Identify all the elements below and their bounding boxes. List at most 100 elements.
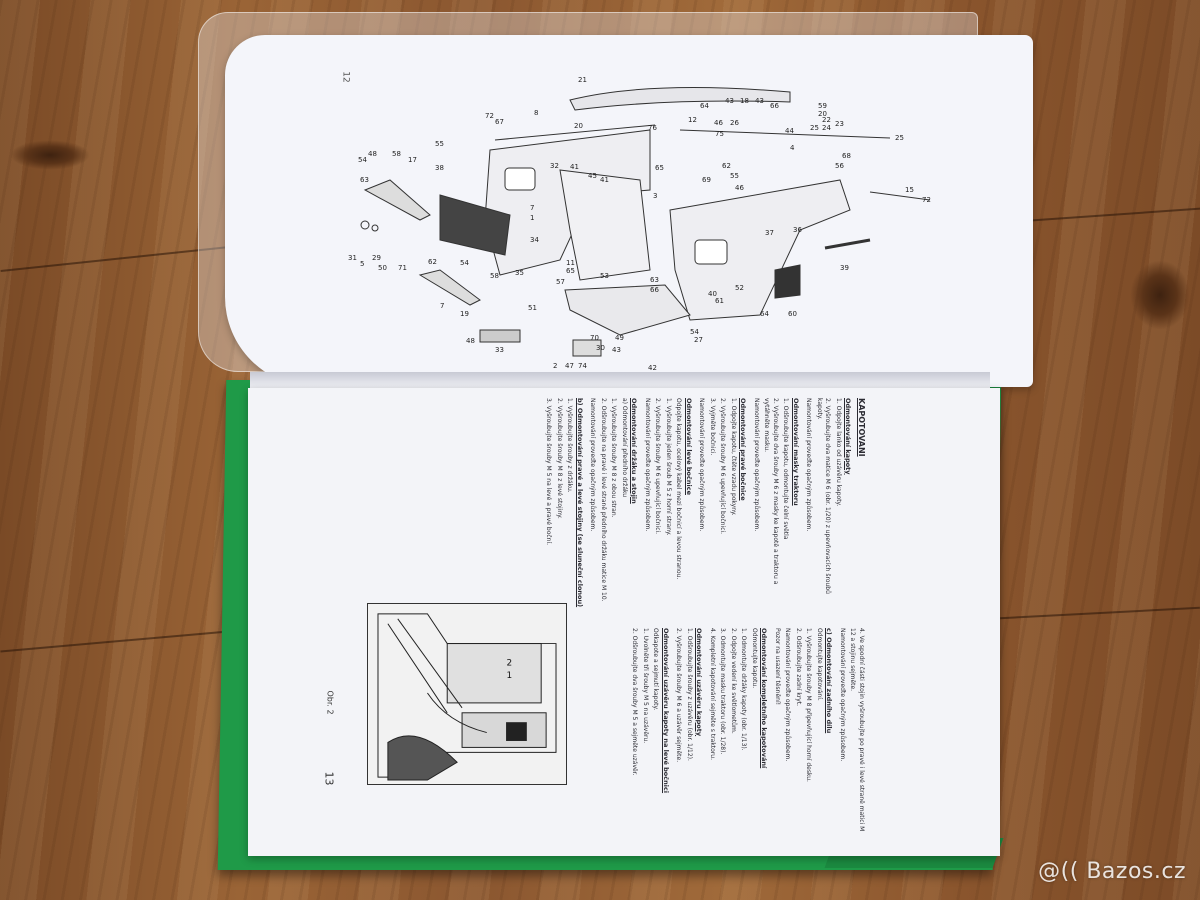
section-0: Odmontování kapoty 1. Odpojte lanko od u… bbox=[804, 398, 853, 608]
part-label: 44 bbox=[785, 127, 794, 135]
part-label: 7 bbox=[530, 204, 534, 212]
figure-caption: Obr. 2 bbox=[325, 690, 335, 715]
right-grille bbox=[774, 264, 801, 299]
part-label: 41 bbox=[570, 163, 579, 171]
section-line: 1. Odmontujte držáky kapoty (obr. 1/13). bbox=[740, 628, 748, 751]
part-label: 48 bbox=[368, 150, 377, 158]
section-line: 1. Vyšroubujte jeden šroub M 5 z horní s… bbox=[665, 398, 672, 536]
section-line: Pozor na usazení těsnění! bbox=[774, 628, 781, 706]
section-line: 1. Odšroubujte kapotu, odmontujte čelní … bbox=[782, 398, 790, 540]
section-title: Odmontování kompletního kapotování bbox=[760, 628, 769, 769]
part-label: 7 bbox=[440, 302, 444, 310]
section-line: 2. Vyšroubujte šrouby M 6 a uzávěr sejmě… bbox=[675, 628, 683, 763]
part-label: 39 bbox=[840, 264, 849, 272]
section-line: Namontování proveďte opačným způsobem. bbox=[839, 628, 846, 762]
part-label: 62 bbox=[722, 162, 731, 170]
part-label: 37 bbox=[765, 229, 774, 237]
center-console bbox=[559, 169, 651, 281]
section-title: Odmontování uzávěru kapoty na levé bočni… bbox=[662, 628, 670, 794]
top-rail bbox=[494, 124, 656, 141]
section-title: c) Odmontování zadního dílu bbox=[825, 628, 834, 734]
section-line: Odmontujte kapotování. bbox=[816, 628, 823, 701]
section-title: Odmontování kapoty bbox=[844, 398, 853, 475]
part-label: 54 bbox=[690, 328, 699, 336]
part-label: 32 bbox=[550, 162, 559, 170]
section-line: 2. Vyšroubujte šrouby M 6 upevňující boč… bbox=[719, 398, 727, 535]
section-line: 3. Vyjměte bočnici. bbox=[709, 398, 716, 456]
part-label: 45 bbox=[588, 172, 597, 180]
engine bbox=[387, 735, 458, 781]
part-label: 12 bbox=[688, 116, 697, 124]
part-label: 51 bbox=[528, 304, 537, 312]
part-label: 56 bbox=[835, 162, 844, 170]
part-label: 55 bbox=[435, 140, 444, 148]
part-label: 38 bbox=[435, 164, 444, 172]
part-label: 46 bbox=[735, 184, 744, 192]
section-line: Namontování proveďte opačným způsobem. bbox=[784, 628, 792, 762]
part-label: 64 bbox=[700, 102, 709, 110]
part-label: 5 bbox=[360, 260, 364, 268]
wood-knot bbox=[10, 140, 90, 170]
part-label: 19 bbox=[460, 310, 469, 318]
exploded-parts-diagram: 21 72 67 8 55 20 64 43 18 43 66 59 20 12… bbox=[348, 76, 931, 372]
right-panel-window bbox=[694, 239, 728, 265]
part-label: 49 bbox=[615, 334, 624, 342]
part-label: 3 bbox=[653, 192, 657, 200]
section-line: 1. Odpojte kapotu, čtěte vzadu pokyny. bbox=[730, 398, 737, 516]
part-label: 59 bbox=[818, 102, 827, 110]
section-line: 4. Kompletní kapotování sejměte s trakto… bbox=[709, 628, 716, 761]
part-label: 41 bbox=[600, 176, 609, 184]
section-4: Odmontování držáku a stojin a) Odmontová… bbox=[588, 398, 639, 608]
section-line: Namontování proveďte opačným způsobem. bbox=[805, 398, 813, 532]
photo-label-2: 2 bbox=[507, 658, 513, 668]
section-line: 2. Odpojte vedení ke světlometům. bbox=[730, 628, 737, 734]
bottom-page-number: 13 bbox=[322, 771, 336, 786]
section-line: 2. Vyšroubujte šrouby M 6 upevňující boč… bbox=[654, 398, 662, 535]
part-label: 25 bbox=[810, 124, 819, 132]
part-label: 4 bbox=[790, 144, 795, 152]
bracket bbox=[479, 329, 521, 343]
part-label: 42 bbox=[648, 364, 657, 372]
section-line: 2. Vyšroubujte šrouby M 8 z levé stojiny… bbox=[556, 398, 563, 519]
section-line: Odkapote a sejmutí kapoty. bbox=[652, 628, 660, 711]
left-text-column: KAPOTOVÁNÍ Odmontování kapoty 1. Odpojte… bbox=[395, 398, 866, 608]
pipe-curve bbox=[427, 692, 487, 734]
part-label: 64 bbox=[760, 310, 769, 318]
section-line: 2. Vyšroubujte dva šrouby M 6 z masky ke… bbox=[763, 398, 780, 585]
section-heading: KAPOTOVÁNÍ bbox=[857, 398, 865, 457]
part-label: 24 bbox=[822, 124, 831, 132]
part-label: 21 bbox=[578, 76, 587, 84]
part-label: 17 bbox=[408, 156, 417, 164]
section-title: b) Odmontování pravé a levé stojiny (se … bbox=[576, 398, 584, 608]
part-label: 26 bbox=[730, 119, 739, 127]
tractor-photo: 1 2 bbox=[367, 603, 567, 785]
pipe bbox=[387, 623, 448, 714]
pipe bbox=[397, 618, 463, 709]
section-title: Odmontování levé bočnice bbox=[685, 398, 693, 495]
part-label: 57 bbox=[556, 278, 565, 286]
washer bbox=[360, 220, 370, 230]
section-title: Odmontování držáku a stojin bbox=[630, 398, 639, 504]
section-line: 1. Odšroubujte šrouby z uzávěru (obr. 1/… bbox=[686, 628, 693, 761]
rsection-1: c) Odmontování zadního dílu Odmontujte k… bbox=[773, 628, 834, 838]
part-label: 72 bbox=[485, 112, 494, 120]
part-label: 70 bbox=[590, 334, 599, 342]
dark-block bbox=[506, 722, 527, 741]
part-label: 22 bbox=[822, 116, 831, 124]
part-label: 54 bbox=[460, 259, 469, 267]
part-label: 66 bbox=[650, 286, 659, 294]
part-label: 47 bbox=[565, 362, 574, 370]
section-line: 3. Vyšroubujte šrouby M 5 na levé a prav… bbox=[545, 398, 553, 546]
part-label: 1 bbox=[530, 214, 534, 222]
part-label: 2 bbox=[553, 362, 557, 370]
section-line: a) Odmontování předního držáku bbox=[621, 398, 628, 498]
section-3: Odmontování levé bočnice Odpojte kapotu,… bbox=[643, 398, 693, 608]
bazos-watermark: @(( Bazos.cz bbox=[1038, 859, 1186, 884]
part-label: 62 bbox=[428, 258, 437, 266]
section-line: Namontování proveďte opačným způsobem. bbox=[753, 398, 760, 532]
part-label: 23 bbox=[835, 120, 844, 128]
part-label: 52 bbox=[735, 284, 744, 292]
part-label: 18 bbox=[740, 97, 749, 105]
part-label: 71 bbox=[398, 264, 407, 272]
part-label: 58 bbox=[392, 150, 401, 158]
